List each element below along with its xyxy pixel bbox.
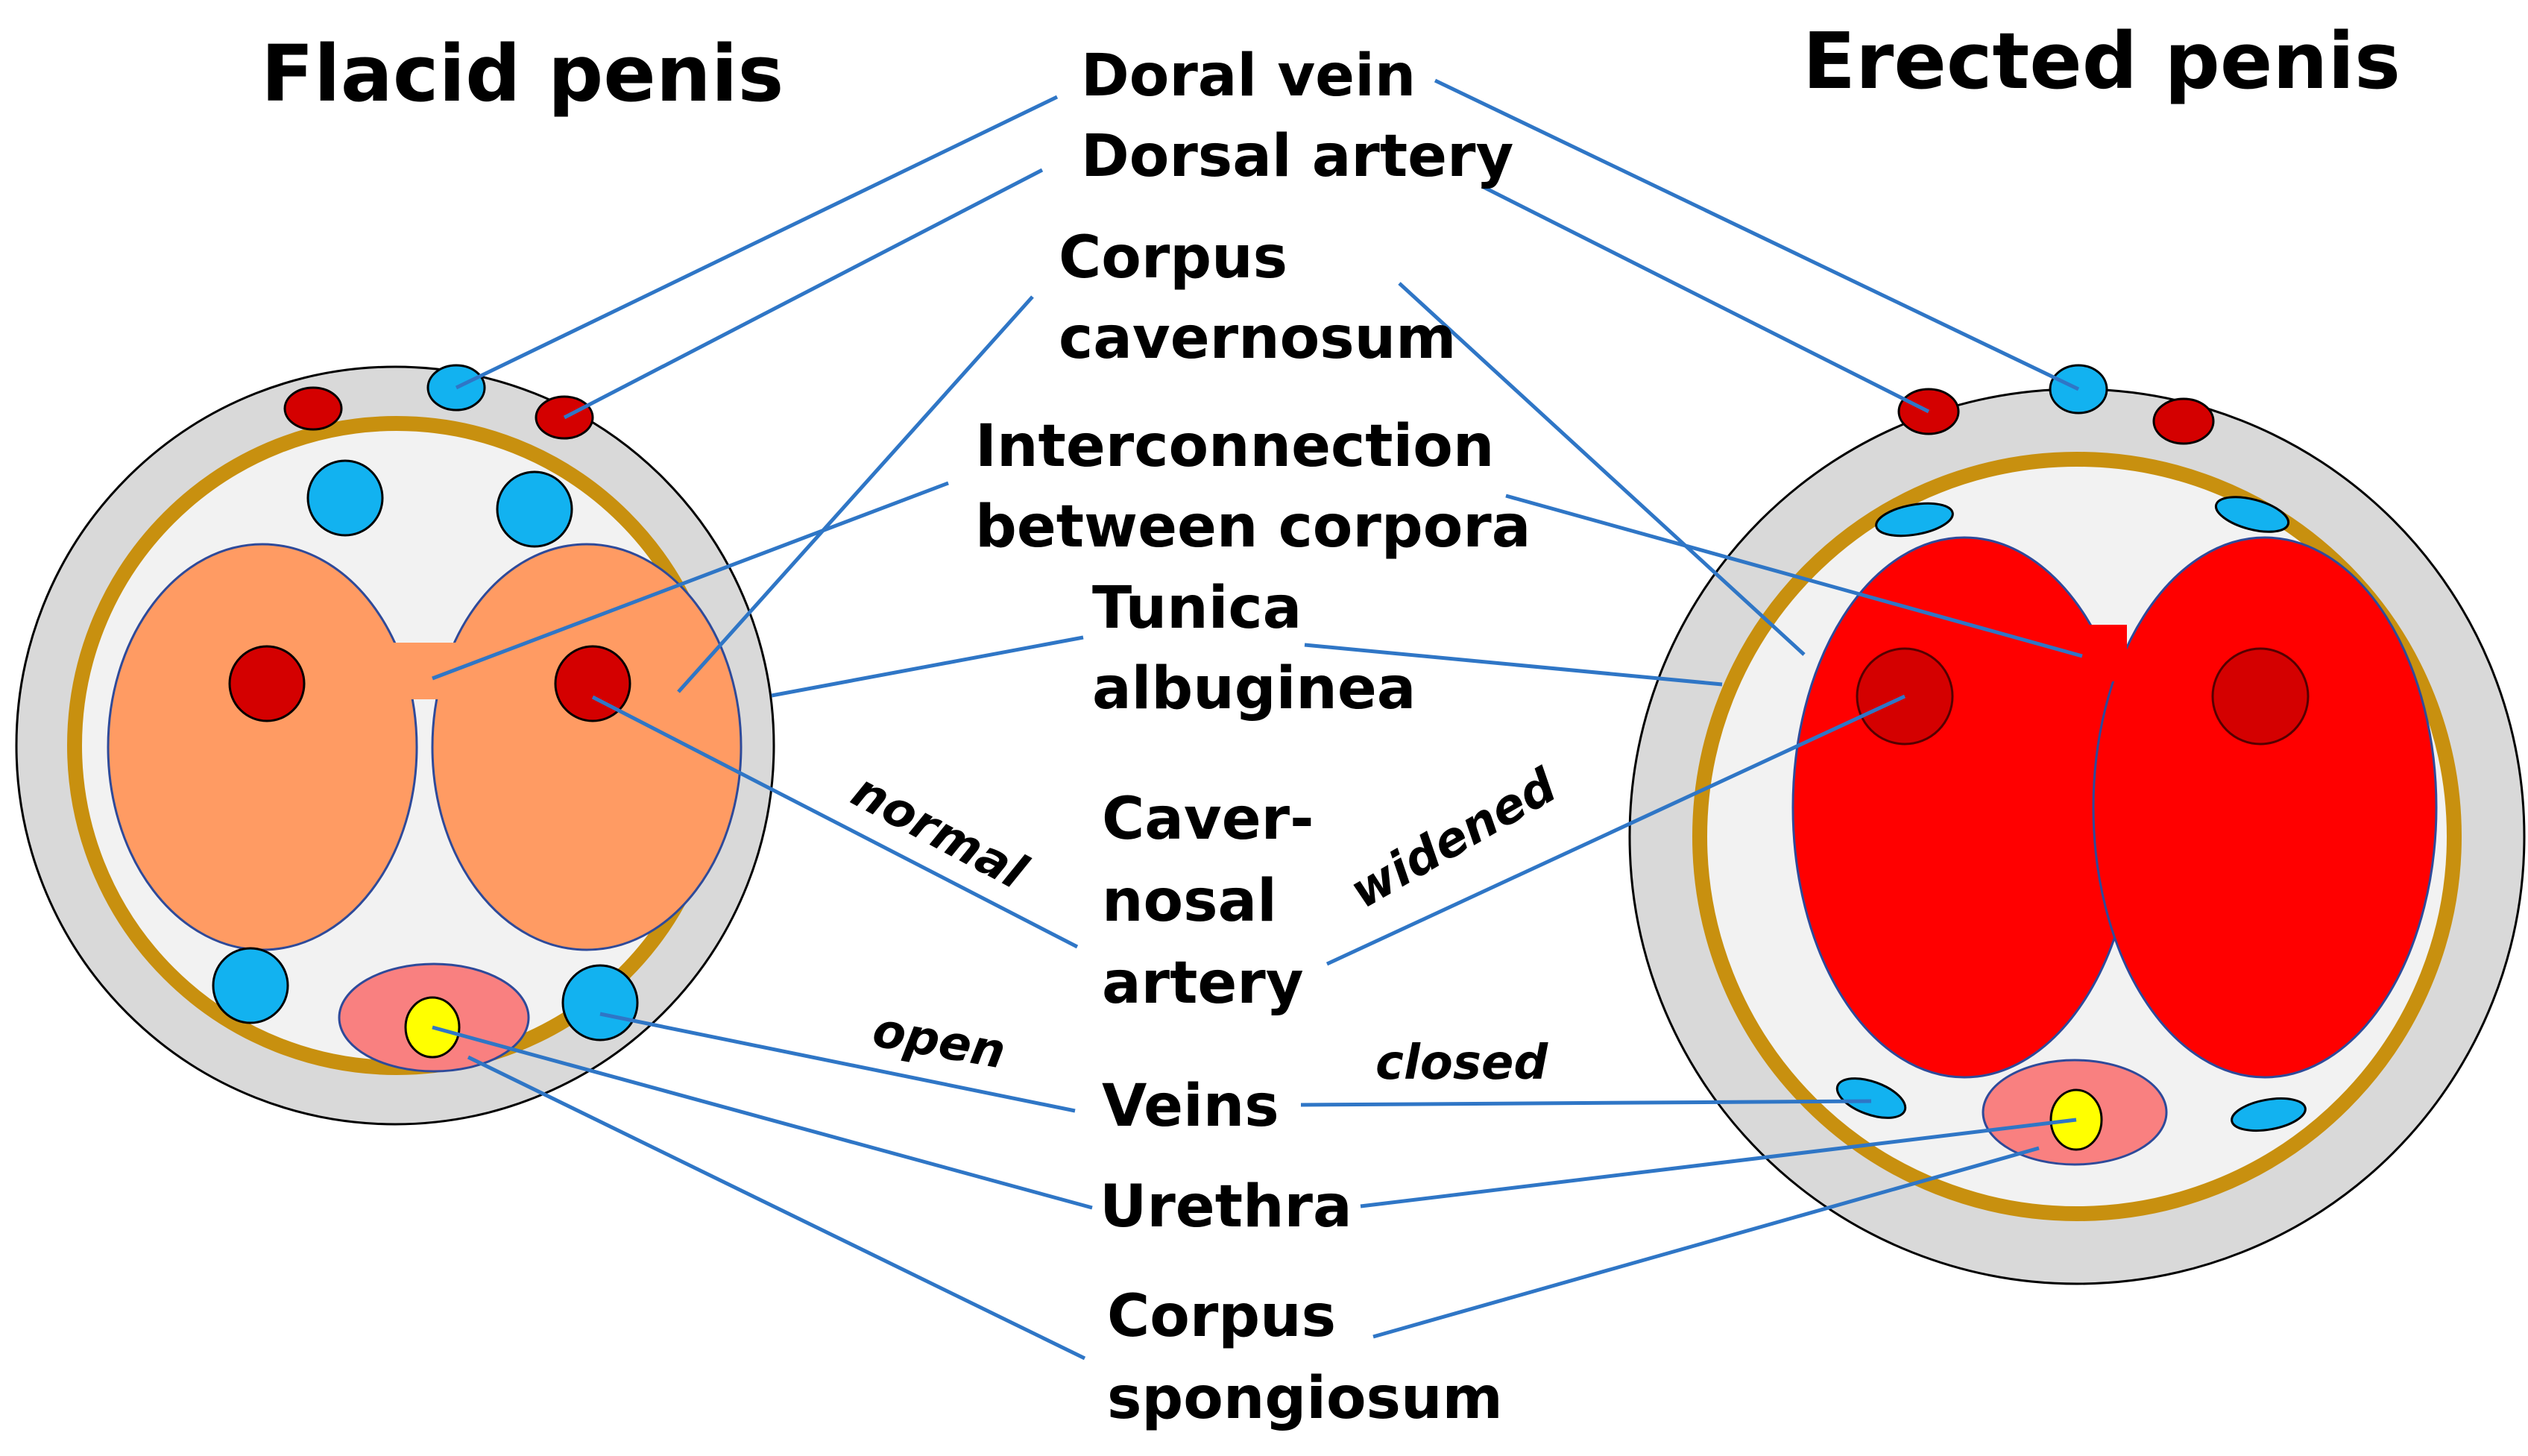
leader-lines [432, 78, 2083, 1361]
flaccid-cavernosal-artery-left [228, 645, 306, 722]
label-tunica-line2: albuginea [1092, 655, 1416, 722]
label-corpus-cavernosum-line1: Corpus [1059, 224, 1287, 291]
label-corpus-spongiosum-line2: spongiosum [1107, 1365, 1503, 1432]
flaccid-dorsal-artery-left [283, 386, 343, 431]
label-interconnection-line1: Interconnection [975, 413, 1494, 480]
erected-cavernosal-artery-right [2211, 647, 2310, 746]
erected-vein-bottom-left [1835, 1077, 1907, 1119]
erected-vein-bottom-right [2231, 1097, 2307, 1132]
title-erected: Erected penis [1803, 16, 2401, 107]
label-cavernosal-line2: nosal [1102, 868, 1277, 935]
flaccid-corpus-cavernosum-right [431, 543, 743, 951]
erected-corpus-cavernosum-left [1791, 536, 2137, 1079]
title-flaccid: Flacid penis [261, 28, 784, 119]
label-tunica-line1: Tunica [1092, 575, 1302, 642]
state-veins-closed: closed [1375, 1036, 1548, 1091]
state-veins-open: open [869, 1003, 1009, 1080]
label-urethra: Urethra [1100, 1173, 1352, 1241]
flaccid-vein-top-right [496, 470, 573, 548]
label-veins: Veins [1102, 1073, 1279, 1140]
erected-interconnection [2030, 625, 2127, 681]
erected-vein-top-left [1875, 502, 1954, 538]
flaccid-cavernosal-artery-right [554, 645, 631, 722]
erected-corpus-cavernosum-right [2092, 536, 2438, 1079]
label-dorsal-artery: Dorsal artery [1081, 123, 1513, 190]
flaccid-vein-bottom-left [212, 947, 289, 1024]
erected-dorsal-artery-right [2152, 397, 2215, 445]
label-cavernosal-line3: artery [1102, 950, 1304, 1017]
label-cavernosal-line1: Caver- [1102, 786, 1314, 853]
erected-vein-top-right [2214, 496, 2290, 533]
flaccid-vein-bottom-right [561, 964, 639, 1041]
label-corpus-spongiosum-line1: Corpus [1107, 1283, 1336, 1350]
flaccid-cross-section [15, 364, 775, 1126]
flaccid-corpus-cavernosum-left [107, 543, 418, 951]
erected-cross-section [1628, 364, 2526, 1285]
state-artery-normal: normal [842, 763, 1036, 901]
label-dorsal-vein: Doral vein [1081, 42, 1416, 110]
flaccid-vein-top-left [306, 459, 384, 537]
state-artery-widened: widened [1341, 758, 1566, 920]
label-corpus-cavernosum-line2: cavernosum [1059, 305, 1456, 372]
label-interconnection-line2: between corpora [975, 494, 1531, 561]
